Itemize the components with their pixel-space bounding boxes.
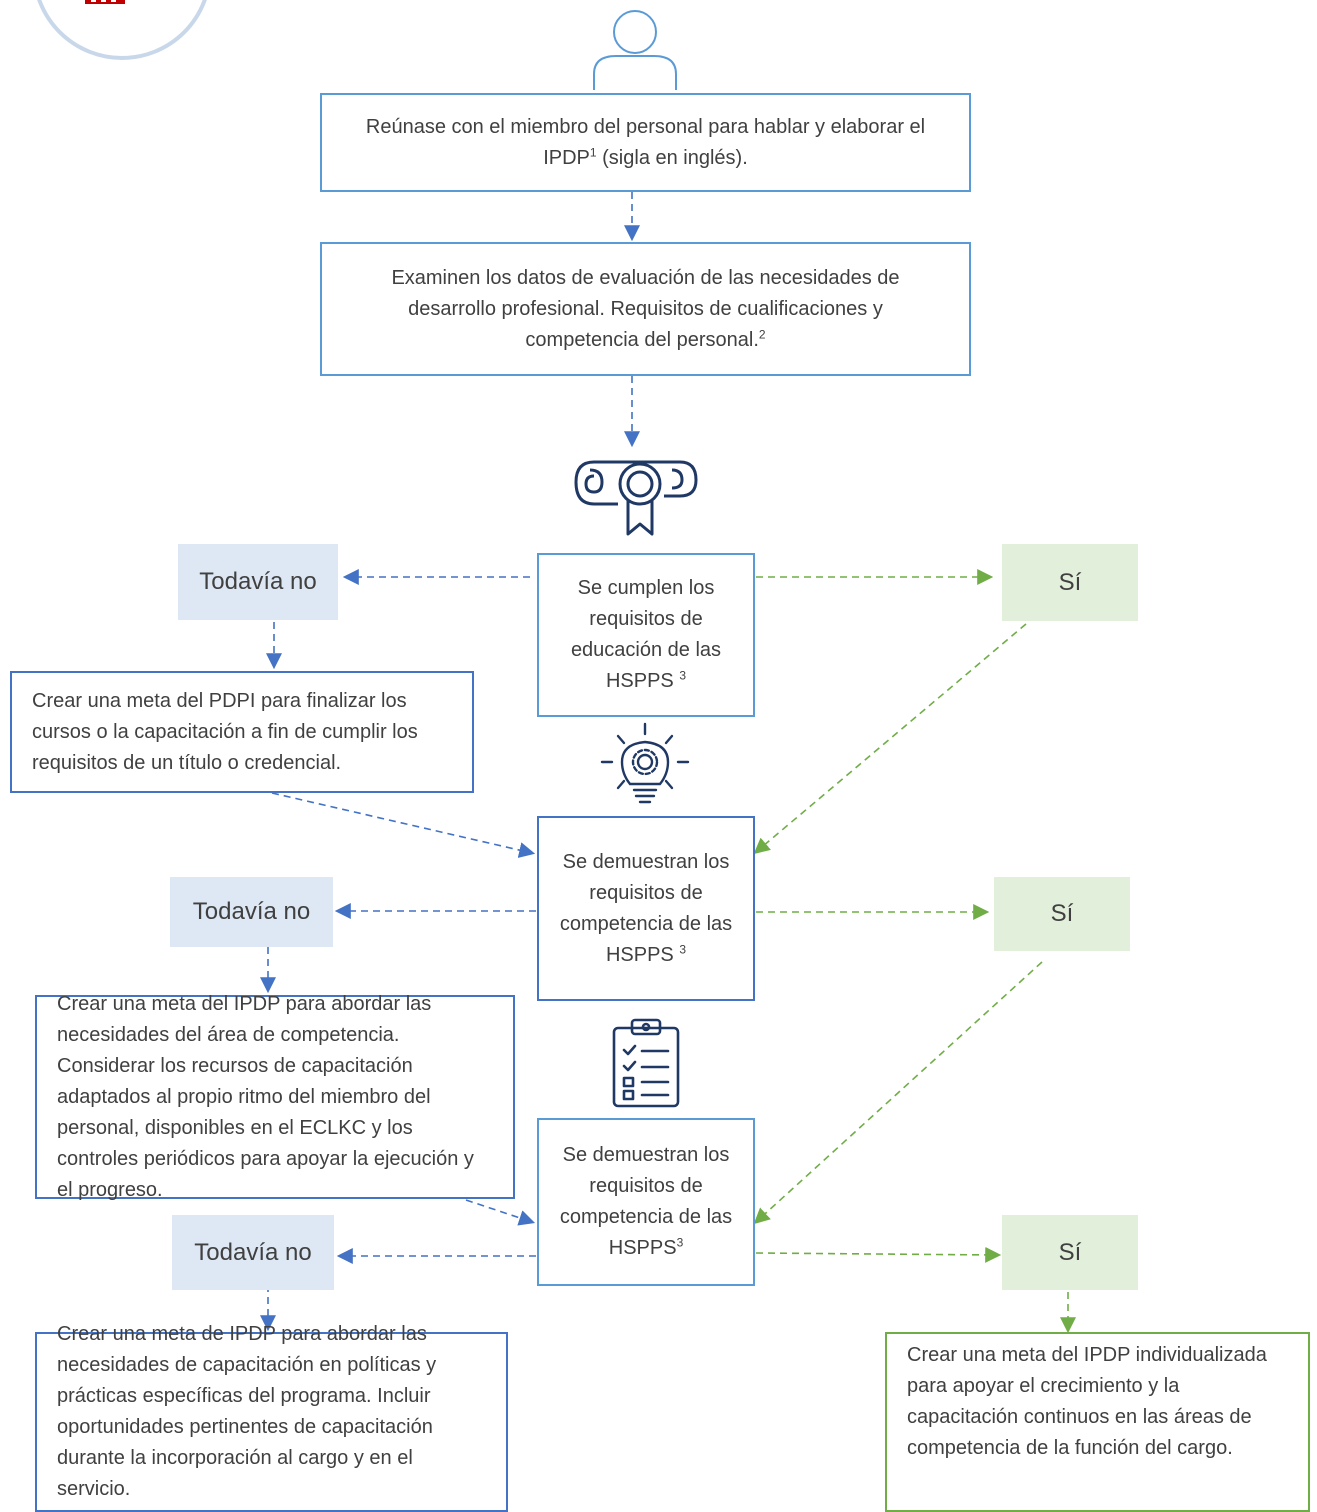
footnote-3c: 3 <box>676 1235 684 1250</box>
competency-question-box-1: Se demuestran los requisitos de competen… <box>537 816 755 1001</box>
not-yet-text-3: Todavía no <box>194 1238 312 1266</box>
not-yet-label-1: Todavía no <box>178 544 338 620</box>
goal-program-box: Crear una meta de IPDP para abordar las … <box>35 1323 508 1512</box>
arrow-goal1-q2 <box>271 792 536 858</box>
competency-question-box-2: Se demuestran los requisitos de competen… <box>537 1118 755 1286</box>
goal-competency-box: Crear una meta del IPDP para abordar las… <box>35 993 515 1201</box>
footnote-2: 2 <box>758 326 766 341</box>
goal1-text: Crear una meta del PDPI para finalizar l… <box>32 689 418 774</box>
arrow-yes2-q3 <box>753 961 1043 1225</box>
not-yet-label-2: Todavía no <box>170 877 333 947</box>
not-yet-text-1: Todavía no <box>199 568 317 595</box>
logo-seal-icon <box>37 0 207 60</box>
logo <box>30 0 215 70</box>
yes-text-2: Sí <box>1050 900 1074 927</box>
yes-label-3: Sí <box>1002 1215 1138 1290</box>
diploma-icon <box>574 460 698 536</box>
yes-label-1: Sí <box>1002 544 1138 621</box>
q3-text: Se demuestran los requisitos de competen… <box>559 1144 733 1259</box>
arrow-q3-yes3 <box>755 1246 1002 1263</box>
meet-box: Reúnase con el miembro del personal para… <box>320 93 971 192</box>
yes-label-2: Sí <box>994 877 1130 951</box>
review-text: Examinen los datos de evaluación de las … <box>391 266 900 351</box>
q2-text: Se demuestran los requisitos de competen… <box>559 850 733 966</box>
goal-growth-box: Crear una meta del IPDP individualizada … <box>885 1332 1310 1512</box>
goal3-text: Crear una meta de IPDP para abordar las … <box>57 1323 437 1500</box>
education-question-box: Se cumplen los requisitos de educación d… <box>537 553 755 717</box>
checklist-icon <box>612 1018 680 1108</box>
goal-education-box: Crear una meta del PDPI para finalizar l… <box>10 671 474 793</box>
person-icon <box>593 10 677 90</box>
meet-text-tail: (sigla en inglés). <box>596 146 748 169</box>
yes-text-3: Sí <box>1058 1238 1082 1266</box>
not-yet-label-3: Todavía no <box>172 1215 334 1290</box>
meet-text: Reúnase con el miembro del personal para… <box>365 115 926 169</box>
goal2-text: Crear una meta del IPDP para abordar las… <box>57 992 474 1201</box>
footnote-1: 1 <box>589 144 597 159</box>
footnote-3b: 3 <box>679 941 687 956</box>
yes-text-1: Sí <box>1058 568 1082 596</box>
not-yet-text-2: Todavía no <box>192 898 311 925</box>
lightbulb-gear-icon <box>600 722 690 804</box>
goal-yes-text: Crear una meta del IPDP individualizada … <box>907 1344 1267 1459</box>
q1-text: Se cumplen los requisitos de educación d… <box>570 577 722 692</box>
arrow-yes1-q2 <box>753 623 1027 855</box>
footnote-3: 3 <box>679 668 687 683</box>
review-box: Examinen los datos de evaluación de las … <box>320 242 971 376</box>
